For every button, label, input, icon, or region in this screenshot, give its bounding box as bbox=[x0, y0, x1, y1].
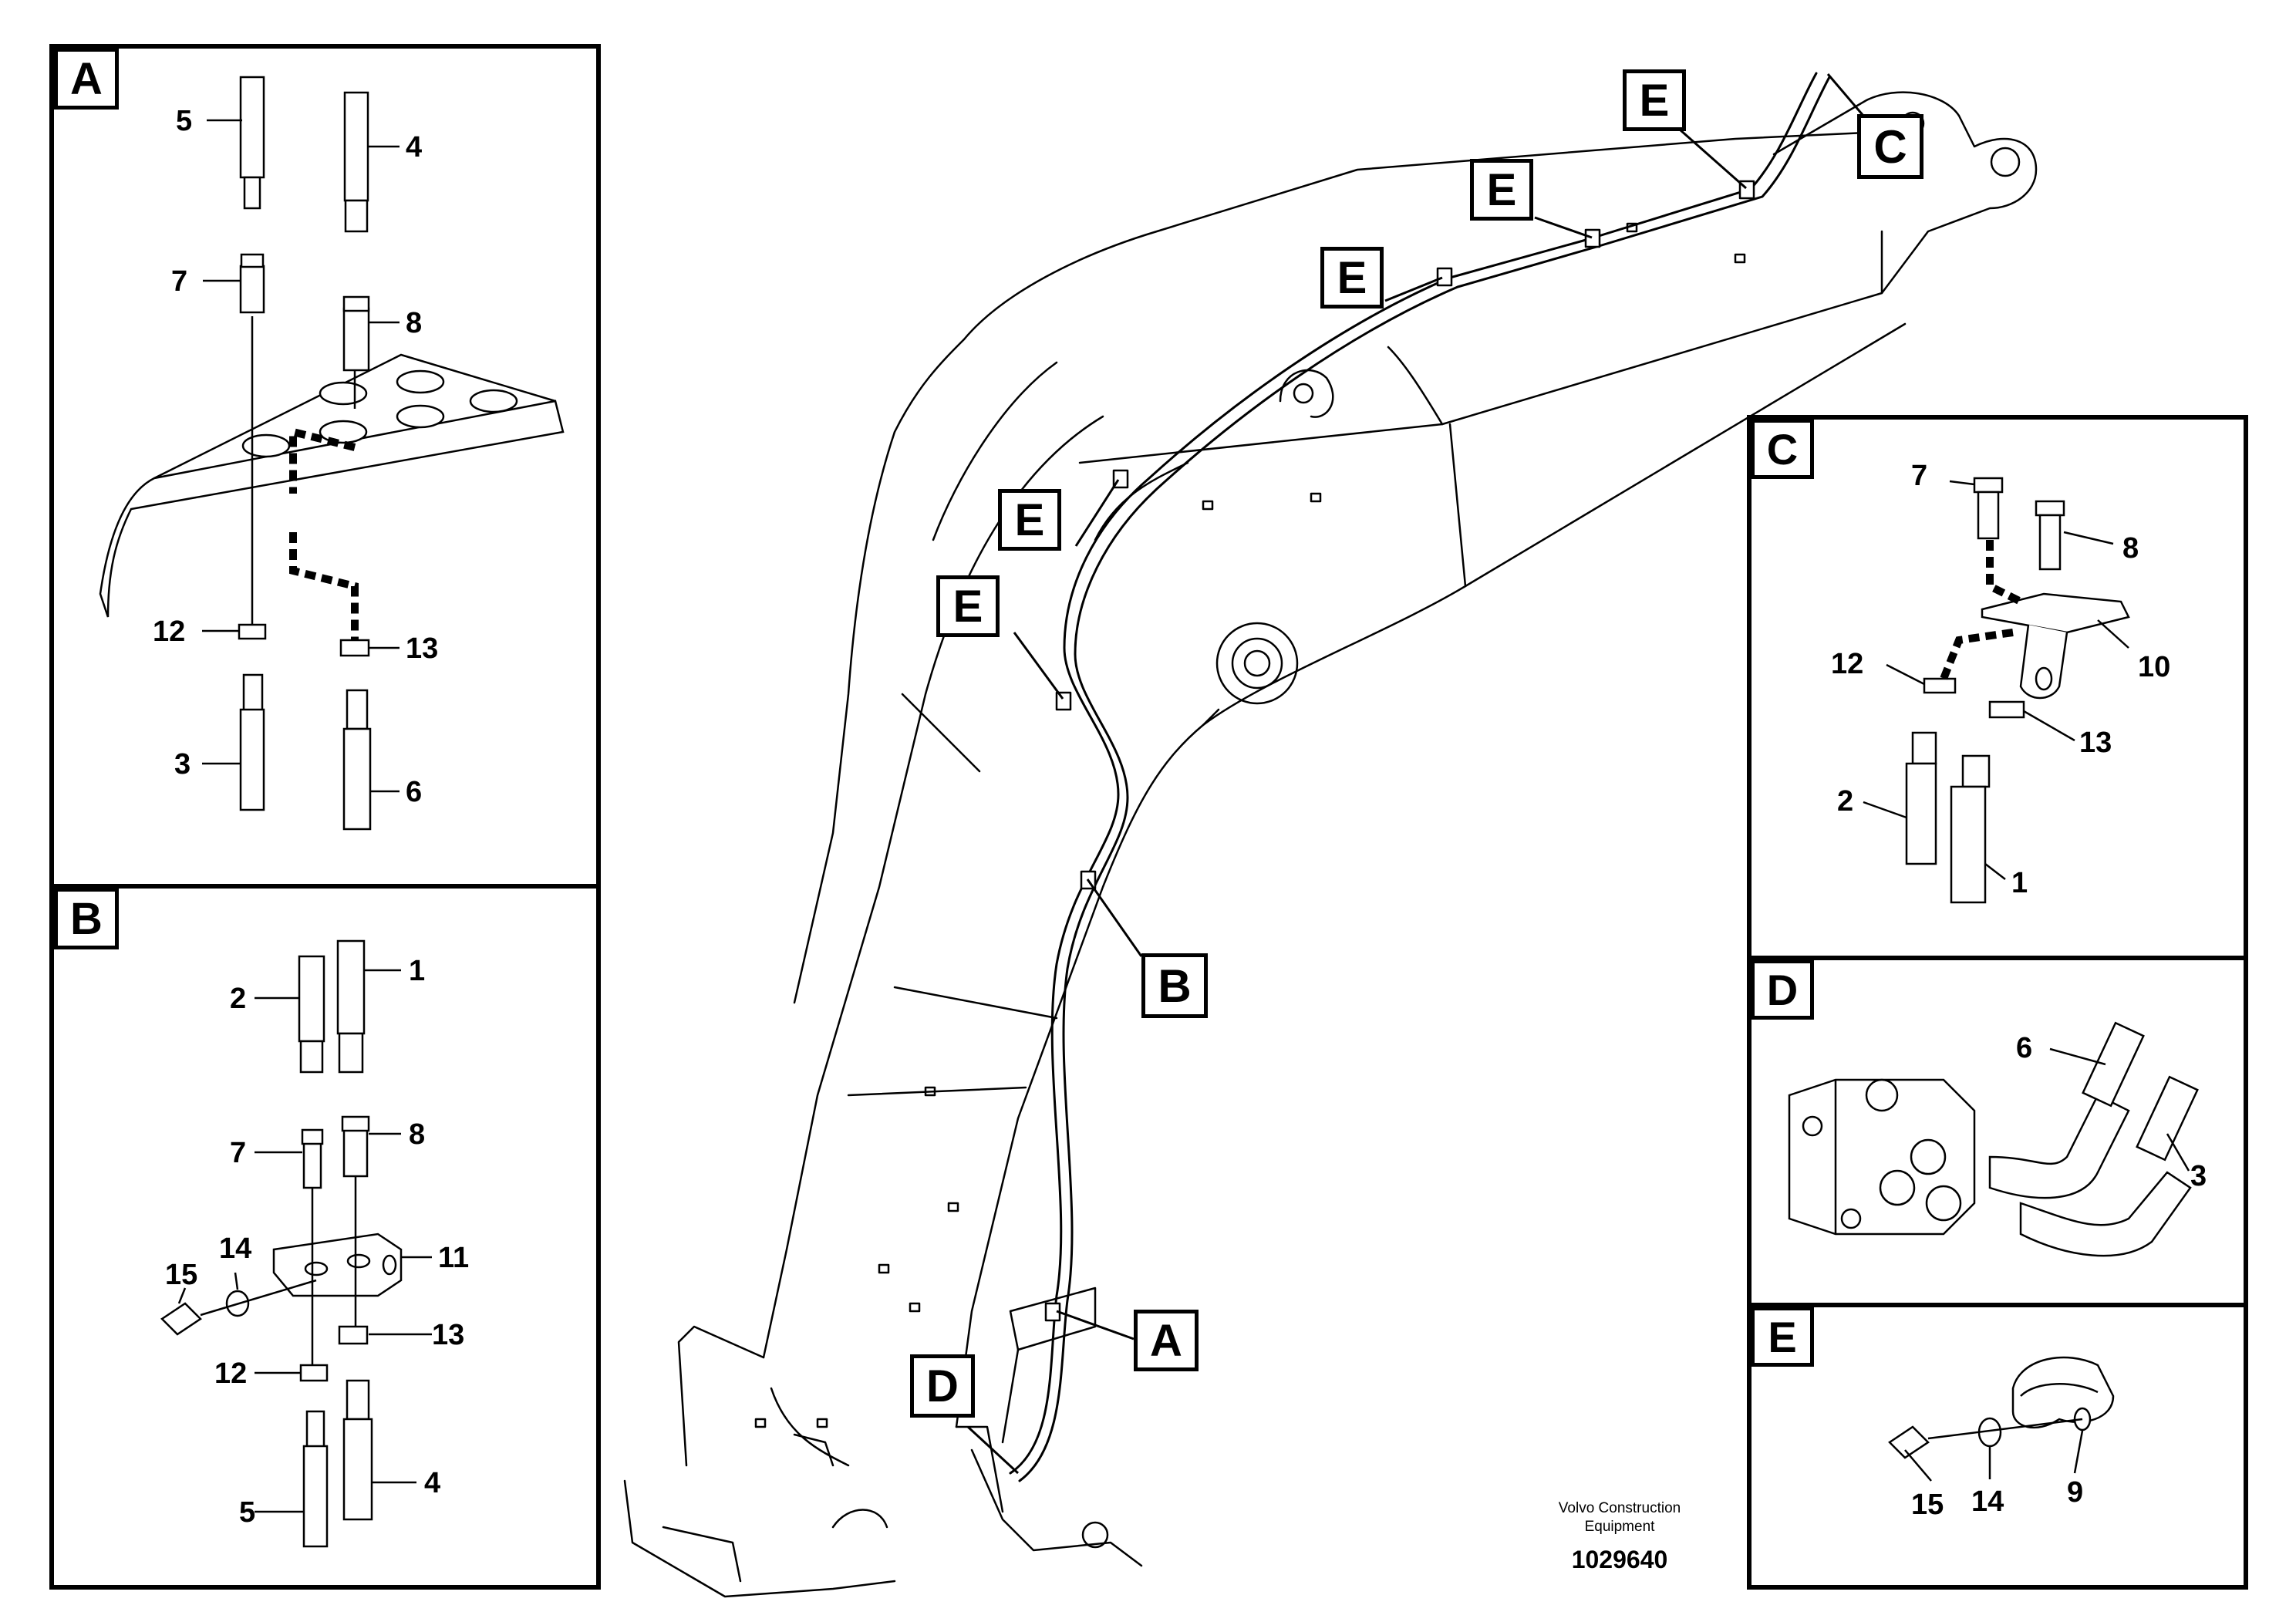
label-d-6: 6 bbox=[2016, 1032, 2033, 1064]
label-e-14: 14 bbox=[1971, 1485, 2004, 1518]
part-number: 1029640 bbox=[1571, 1546, 1668, 1573]
panel-d-parts bbox=[1788, 1021, 2199, 1257]
label-c-1: 1 bbox=[2011, 867, 2028, 899]
callout-c: C bbox=[1857, 114, 1923, 179]
panel-e bbox=[1747, 1303, 2248, 1590]
company-name-line1: Volvo Construction bbox=[1558, 1500, 1681, 1516]
label-b-11: 11 bbox=[438, 1242, 470, 1274]
label-a-12: 12 bbox=[153, 615, 186, 648]
label-a-5: 5 bbox=[176, 105, 193, 137]
boom-outline-left bbox=[762, 415, 1104, 1359]
panel-a bbox=[49, 44, 601, 889]
label-a-8: 8 bbox=[406, 307, 423, 339]
panel-a-parts bbox=[99, 76, 565, 831]
callout-d: D bbox=[910, 1354, 975, 1418]
panel-b-letter: B bbox=[54, 888, 119, 949]
label-c-7: 7 bbox=[1911, 460, 1928, 492]
panel-e-parts bbox=[1888, 1356, 2115, 1459]
label-b-4: 4 bbox=[424, 1467, 441, 1499]
callout-e-3: E bbox=[1320, 247, 1384, 309]
label-d-3: 3 bbox=[2190, 1160, 2207, 1192]
label-a-13: 13 bbox=[406, 632, 439, 665]
company-name: Volvo Construction Equipment bbox=[1542, 1499, 1697, 1536]
company-name-line2: Equipment bbox=[1584, 1519, 1655, 1535]
callout-e-4: E bbox=[998, 489, 1061, 551]
hose-route-1 bbox=[1009, 72, 1818, 1475]
hose-route-2 bbox=[1018, 76, 1831, 1482]
callout-e-1: E bbox=[1623, 69, 1686, 131]
callout-a: A bbox=[1134, 1310, 1199, 1371]
panel-d bbox=[1747, 956, 2248, 1307]
label-a-7: 7 bbox=[171, 265, 188, 298]
panel-a-letter: A bbox=[54, 48, 119, 110]
label-b-14: 14 bbox=[219, 1233, 252, 1265]
label-c-2: 2 bbox=[1837, 785, 1854, 818]
callout-e-5: E bbox=[936, 575, 1000, 637]
label-c-10: 10 bbox=[2138, 651, 2171, 683]
panel-c bbox=[1747, 415, 2248, 960]
callout-b: B bbox=[1141, 953, 1208, 1018]
label-a-6: 6 bbox=[406, 776, 423, 808]
callout-e-2: E bbox=[1470, 159, 1533, 221]
label-b-8: 8 bbox=[409, 1118, 426, 1151]
panel-b-parts bbox=[160, 939, 403, 1548]
label-b-7: 7 bbox=[230, 1137, 247, 1169]
panel-c-letter: C bbox=[1751, 419, 1814, 479]
label-e-9: 9 bbox=[2067, 1476, 2084, 1509]
label-b-5: 5 bbox=[239, 1496, 256, 1529]
label-a-3: 3 bbox=[174, 748, 191, 781]
label-c-8: 8 bbox=[2122, 532, 2139, 565]
label-b-1: 1 bbox=[409, 955, 426, 987]
label-e-15: 15 bbox=[1911, 1489, 1944, 1521]
label-b-2: 2 bbox=[230, 983, 247, 1015]
label-b-15: 15 bbox=[165, 1259, 198, 1291]
panel-c-parts bbox=[1905, 477, 2130, 904]
label-b-12: 12 bbox=[214, 1357, 248, 1390]
panel-e-letter: E bbox=[1751, 1307, 1814, 1367]
label-b-13: 13 bbox=[432, 1319, 465, 1351]
boom-outline-top bbox=[963, 130, 1899, 341]
panel-leaders bbox=[177, 119, 2190, 1513]
panel-b bbox=[49, 884, 601, 1590]
label-c-12: 12 bbox=[1831, 648, 1864, 680]
label-c-13: 13 bbox=[2079, 727, 2112, 759]
panel-d-letter: D bbox=[1751, 959, 1814, 1020]
label-a-4: 4 bbox=[406, 131, 423, 164]
